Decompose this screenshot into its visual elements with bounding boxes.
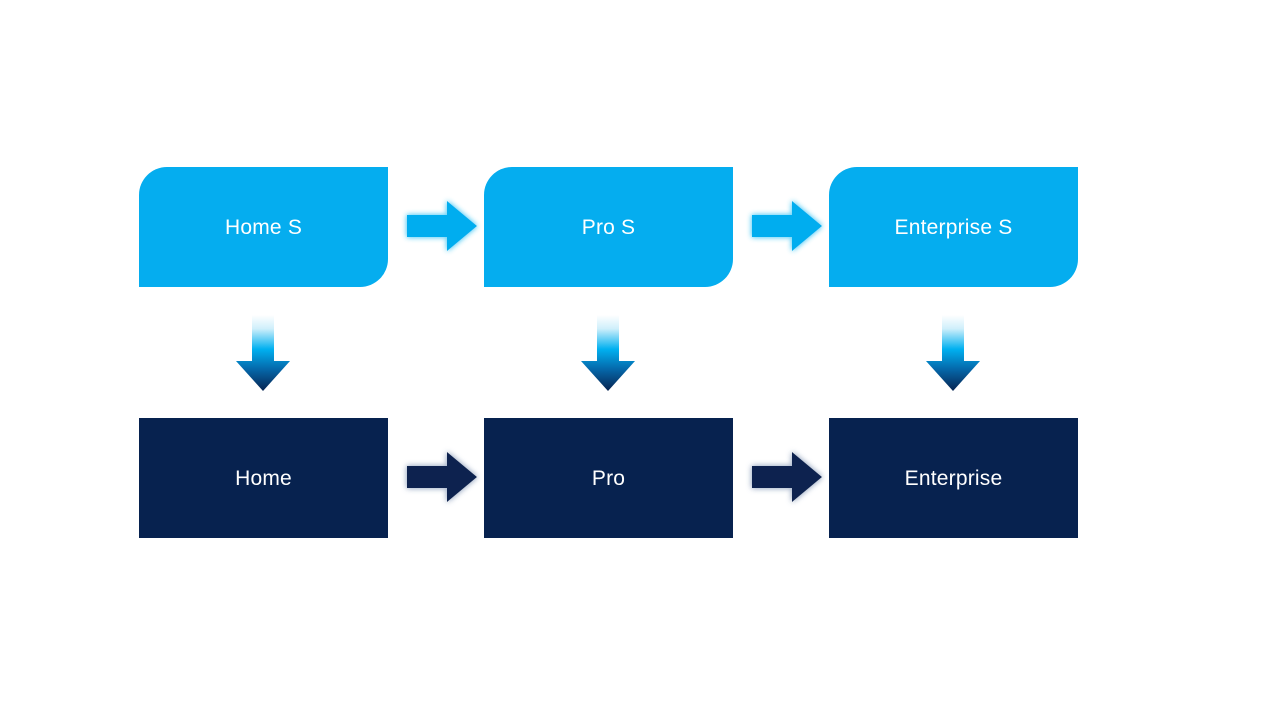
arrow-right-icon-tier-1: [407, 201, 477, 251]
arrow-down-icon-enterprise: [926, 315, 980, 391]
arrow-right-icon-tier-2: [752, 201, 822, 251]
arrow-right-icon-product-1: [407, 452, 477, 502]
node-pro-s[interactable]: Pro S: [484, 167, 733, 287]
node-label: Pro S: [581, 215, 636, 239]
node-label: Enterprise: [904, 466, 1003, 490]
arrow-down-icon-pro: [581, 315, 635, 391]
node-label: Pro: [591, 466, 626, 490]
node-enterprise-s[interactable]: Enterprise S: [829, 167, 1078, 287]
arrow-down-icon-home: [236, 315, 290, 391]
node-home[interactable]: Home: [139, 418, 388, 538]
node-label: Home S: [224, 215, 303, 239]
node-pro[interactable]: Pro: [484, 418, 733, 538]
node-enterprise[interactable]: Enterprise: [829, 418, 1078, 538]
arrow-right-icon-product-2: [752, 452, 822, 502]
node-label: Enterprise S: [894, 215, 1013, 239]
node-label: Home: [235, 466, 292, 490]
node-home-s[interactable]: Home S: [139, 167, 388, 287]
